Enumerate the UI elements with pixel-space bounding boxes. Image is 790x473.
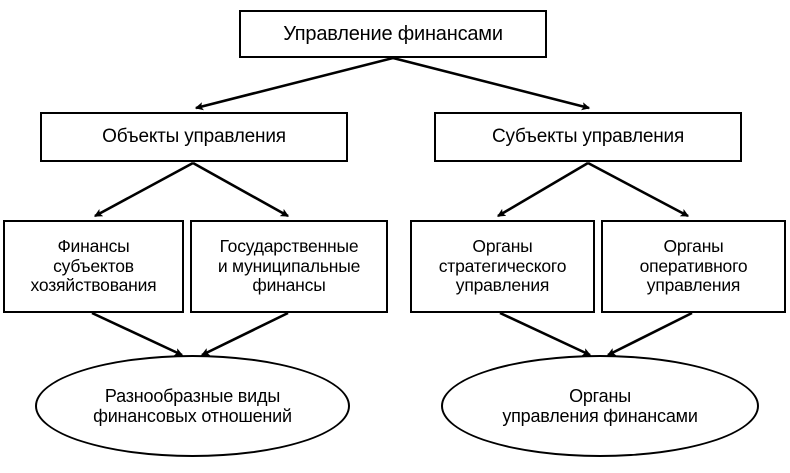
node-label: Управление финансами (283, 22, 503, 45)
node-label: Объекты управления (102, 126, 286, 148)
edge-state-municipal-finance-to-finance-relations (200, 311, 289, 357)
edge-strategic-bodies-to-finance-management-bodies (499, 311, 592, 357)
node-subekty-upravleniya: Субъекты управления (434, 112, 742, 162)
node-finansy-subektov-hozyaystvovaniya: Финансы субъектов хозяйствования (3, 220, 184, 313)
node-organy-operativnogo-upravleniya: Органы оперативного управления (601, 220, 786, 313)
node-label: Государственные и муниципальные финансы (217, 236, 361, 296)
node-raznoobraznye-vidy-finansovyh-otnosheniy: Разнообразные виды финансовых отношений (35, 355, 350, 457)
edge-subjects-to-operational-bodies (587, 161, 690, 218)
node-label: Органы оперативного управления (639, 236, 748, 296)
edge-operational-bodies-to-finance-management-bodies (606, 311, 693, 357)
edge-root-to-subjects (392, 56, 591, 111)
node-upravlenie-finansami: Управление финансами (239, 10, 547, 58)
edge-subjects-to-strategic-bodies (496, 161, 589, 218)
node-label: Финансы субъектов хозяйствования (30, 236, 157, 296)
node-gosudarstvennye-i-municipalnye-finansy: Государственные и муниципальные финансы (190, 220, 388, 313)
edge-objects-to-state-municipal-finance (192, 161, 290, 218)
node-organy-upravleniya-finansami: Органы управления финансами (441, 355, 759, 457)
edge-root-to-objects (194, 56, 394, 111)
edge-objects-to-business-finance (93, 161, 194, 218)
node-label: Органы стратегического управления (438, 236, 567, 296)
node-label: Органы управления финансами (502, 385, 698, 426)
node-label: Разнообразные виды финансовых отношений (93, 385, 292, 426)
node-obekty-upravleniya: Объекты управления (40, 112, 348, 162)
node-organy-strategicheskogo-upravleniya: Органы стратегического управления (410, 220, 595, 313)
edge-business-finance-to-finance-relations (91, 311, 184, 357)
node-label: Субъекты управления (491, 126, 685, 148)
